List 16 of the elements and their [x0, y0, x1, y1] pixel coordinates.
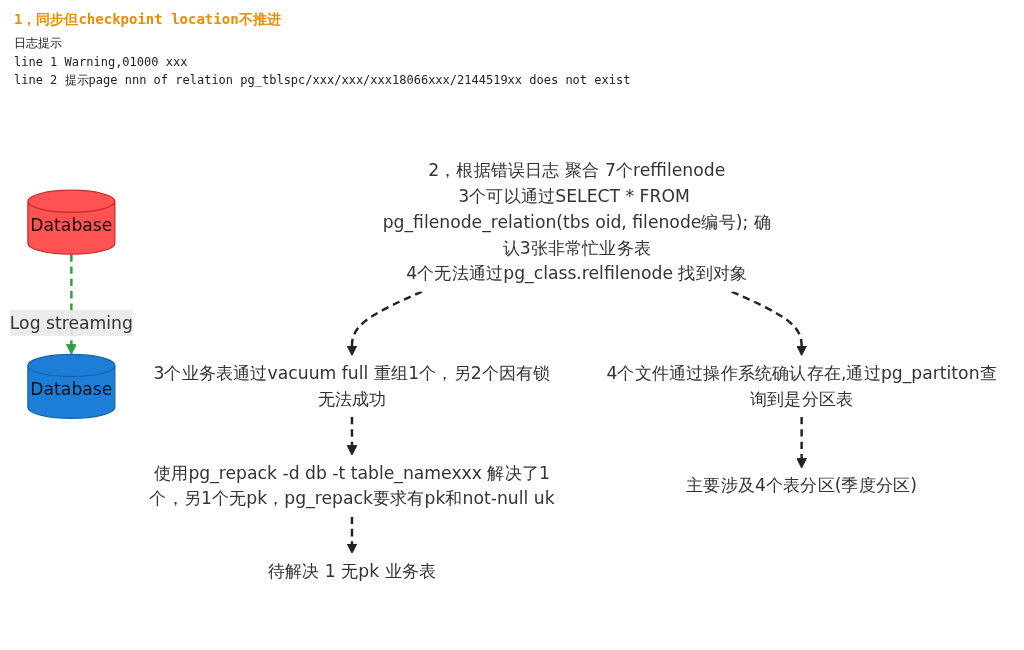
node-text: 待解决 1 无pk 业务表: [267, 560, 437, 581]
node-text: 4个文件通过操作系统确认存在,通过pg_partiton查询到是分区表: [606, 363, 997, 409]
node-text: 主要涉及4个表分区(季度分区): [686, 475, 918, 496]
log-text: 日志提示: [14, 35, 63, 52]
arrow: [731, 290, 808, 357]
arrow: [796, 417, 808, 469]
edge-label: Log streaming: [9, 312, 133, 333]
node-text: 2，根据错误日志 聚合 7个reffilenode 3个可以通过SELECT * FROM pg_filenode_relation(tbs oid, filenode编号); 确认3张非常忙业务表 4个无法通过pg_class.relfilenode 找到对象: [382, 160, 771, 284]
log-text: line 2 提示page nnn of relation pg_tblspc/xxx/xxx/xxx18066xxx/2144519xx does not exist: [14, 72, 632, 89]
arrow: [346, 516, 358, 554]
note-text: 1，同步但checkpoint location不推进: [14, 11, 282, 29]
arrow: [346, 290, 423, 357]
log-text: line 1 Warning,01000 xxx: [14, 55, 189, 69]
node-text: 使用pg_repack -d db -t table_namexxx 解决了1个，另1个无pk，pg_repack要求有pk和not-null uk: [149, 462, 555, 509]
node-text: 3个业务表通过vacuum full 重组1个，另2个因有锁无法成功: [153, 363, 551, 409]
arrow: [346, 417, 358, 456]
